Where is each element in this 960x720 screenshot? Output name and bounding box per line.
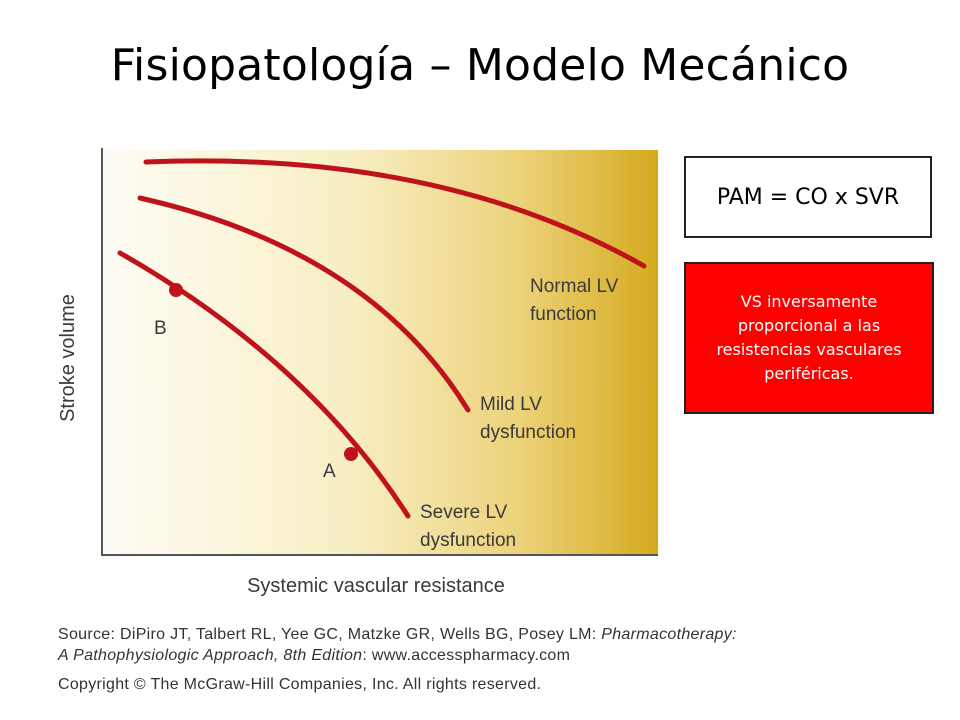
formula-text: PAM = CO x SVR: [716, 184, 900, 210]
source-book-title-2: A Pathophysiologic Approach, 8th Edition: [58, 647, 363, 664]
source-book-title: Pharmacotherapy:: [601, 626, 737, 643]
y-axis-label: Stroke volume: [57, 294, 79, 422]
note-box: VS inversamente proporcional a las resis…: [684, 262, 934, 414]
mild-lv-label-line2: dysfunction: [480, 422, 576, 443]
figure-svg: B A Normal LV function Mild LV dysfuncti…: [57, 148, 658, 597]
curve-mild-lv: [137, 195, 471, 413]
curve-severe-lv: [117, 250, 411, 519]
normal-lv-label-line2: function: [530, 304, 597, 325]
note-text: VS inversamente proporcional a las resis…: [716, 292, 902, 383]
source-citation: Source: DiPiro JT, Talbert RL, Yee GC, M…: [58, 624, 858, 695]
point-a-marker: [344, 447, 358, 461]
slide-title: Fisiopatología – Modelo Mecánico: [110, 40, 850, 91]
stroke-volume-figure: B A Normal LV function Mild LV dysfuncti…: [40, 140, 680, 710]
source-suffix: : www.accesspharmacy.com: [362, 647, 571, 664]
normal-lv-label-line1: Normal LV: [530, 276, 619, 297]
mild-lv-label-line1: Mild LV: [480, 394, 542, 415]
severe-lv-label-line1: Severe LV: [420, 502, 508, 523]
point-a-label: A: [323, 461, 336, 482]
copyright-notice: Copyright © The McGraw-Hill Companies, I…: [58, 676, 542, 693]
curve-normal-lv: [143, 158, 647, 269]
point-b-label: B: [154, 318, 167, 339]
x-axis-label: Systemic vascular resistance: [247, 575, 505, 597]
point-b-marker: [169, 283, 183, 297]
formula-box: PAM = CO x SVR: [684, 156, 932, 238]
severe-lv-label-line2: dysfunction: [420, 530, 516, 551]
source-text: Source: DiPiro JT, Talbert RL, Yee GC, M…: [58, 624, 858, 666]
source-prefix: Source: DiPiro JT, Talbert RL, Yee GC, M…: [58, 626, 602, 643]
plot-background: [102, 150, 658, 555]
